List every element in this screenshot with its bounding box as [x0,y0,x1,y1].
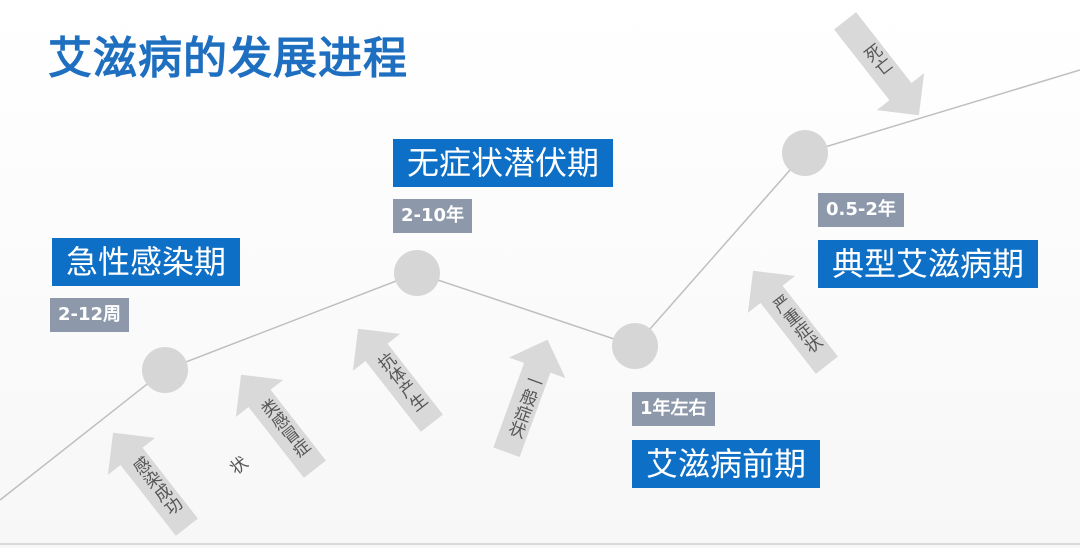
arrow-antibody: 抗体产生 [334,310,455,442]
bottom-divider [0,543,1080,545]
stage-pre-aids-duration: 1年左右 [632,392,715,426]
node-latency [394,250,440,296]
arrow-severe-symptoms: 严重症状 [729,252,850,384]
arrow-shape-icon [235,374,326,478]
node-aids [782,130,828,176]
stage-acute-duration: 2-12周 [50,298,130,332]
arrow-shape-icon [107,432,198,536]
node-infection [142,347,188,393]
arrow-flu-symptoms: 类感冒症状 [217,356,338,488]
stage-latency-label: 无症状潜伏期 [393,139,614,187]
arrow-infection-success: 感染成功 [89,414,210,546]
stage-aids-label: 典型艾滋病期 [818,240,1039,288]
arrow-shape-icon [352,328,443,432]
node-pre-aids [612,323,658,369]
arrow-shape-icon [834,12,925,116]
arrow-shape-icon [747,270,838,374]
arrow-shape-icon [493,339,566,458]
arrow-general-symptoms: 一般症状 [478,329,575,462]
stage-acute-label: 急性感染期 [52,238,241,286]
stage-pre-aids-label: 艾滋病前期 [632,440,821,488]
arrow-death: 死亡 [821,2,942,134]
stage-aids-duration: 0.5-2年 [818,193,904,227]
page-title: 艾滋病的发展进程 [48,33,408,84]
stage-latency-duration: 2-10年 [393,199,473,233]
